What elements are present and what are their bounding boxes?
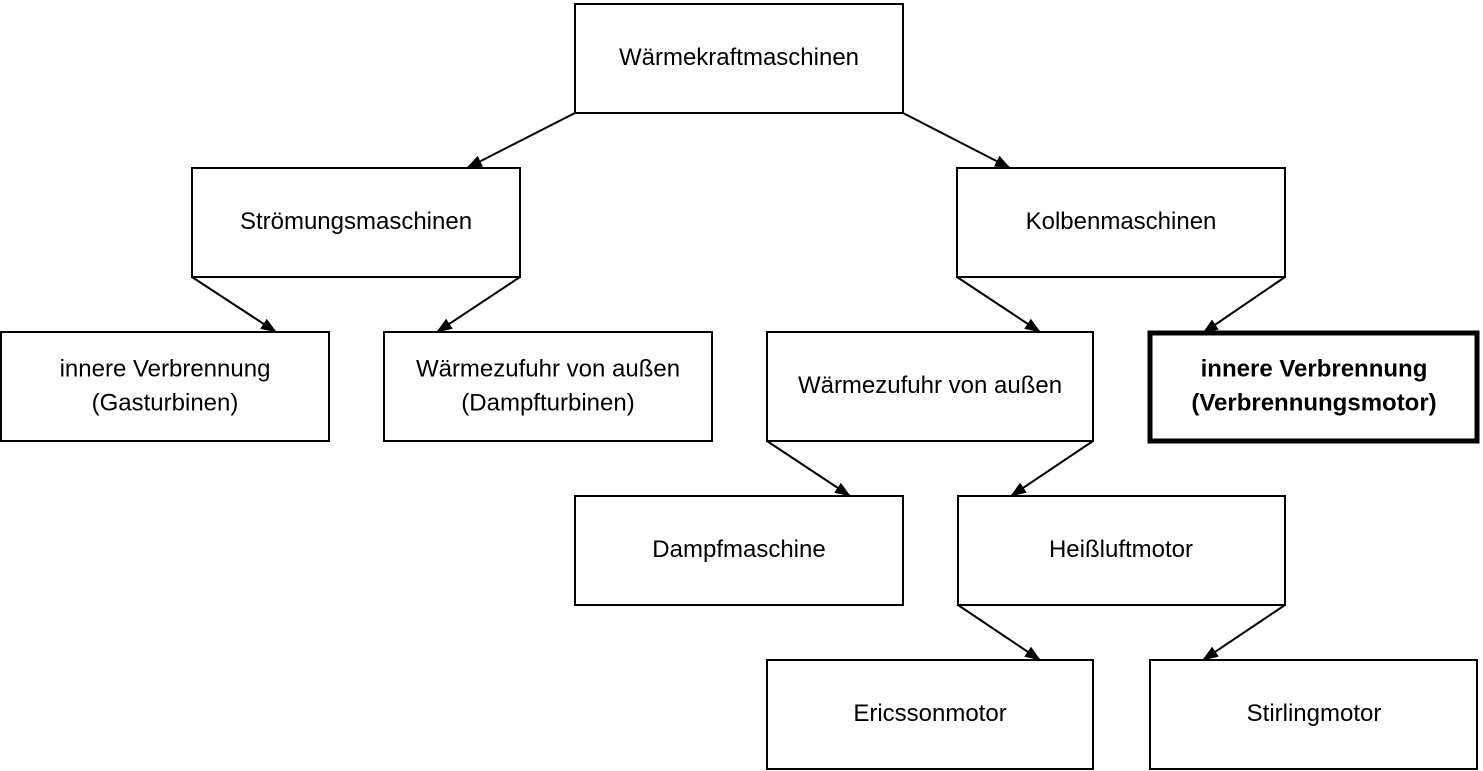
arrow-stroemungsmaschinen-to-dampfturbinen: [436, 276, 521, 333]
node-stirlingmotor-label: Stirlingmotor: [1247, 700, 1382, 727]
node-waermekraftmaschinen-label: Wärmekraftmaschinen: [619, 44, 859, 71]
node-gasturbinen: innere Verbrennung (Gasturbinen): [0, 331, 330, 442]
node-gasturbinen-line-2: (Gasturbinen): [92, 389, 239, 416]
arrow-kolbenmaschinen-to-verbrennungsmotor: [1202, 276, 1286, 334]
arrow-heissluftmotor-to-stirlingmotor: [1202, 604, 1286, 661]
node-verbrennungsmotor-line-2: (Verbrennungsmotor): [1191, 389, 1436, 416]
node-dampfturbinen-line-1: Wärmezufuhr von außen: [416, 355, 680, 382]
node-stirlingmotor: Stirlingmotor: [1149, 659, 1478, 770]
node-stroemungsmaschinen-label: Strömungsmaschinen: [240, 208, 472, 235]
node-ericssonmotor: Ericssonmotor: [766, 659, 1094, 770]
arrow-waermekraftmaschinen-to-kolbenmaschinen: [902, 112, 1011, 169]
arrow-waermezufuhr-kolben-to-dampfmaschine: [766, 440, 851, 497]
node-verbrennungsmotor: innere Verbrennung (Verbrennungsmotor): [1147, 330, 1480, 444]
arrow-heissluftmotor-to-ericssonmotor: [957, 604, 1041, 661]
node-waermekraftmaschinen: Wärmekraftmaschinen: [574, 3, 904, 114]
node-dampfturbinen-line-2: (Dampfturbinen): [461, 389, 634, 416]
node-dampfmaschine: Dampfmaschine: [574, 495, 904, 606]
node-verbrennungsmotor-line-1: innere Verbrennung: [1201, 355, 1428, 382]
node-gasturbinen-line-1: innere Verbrennung: [60, 355, 271, 382]
node-waermezufuhr-kolben-label: Wärmezufuhr von außen: [798, 372, 1062, 399]
arrow-waermekraftmaschinen-to-stroemungsmaschinen: [466, 112, 576, 169]
node-dampfmaschine-label: Dampfmaschine: [652, 536, 825, 563]
node-kolbenmaschinen: Kolbenmaschinen: [956, 167, 1286, 278]
node-heissluftmotor-label: Heißluftmotor: [1049, 536, 1193, 563]
node-heissluftmotor: Heißluftmotor: [957, 495, 1286, 606]
node-stroemungsmaschinen: Strömungsmaschinen: [191, 167, 521, 278]
arrow-waermezufuhr-kolben-to-heissluftmotor: [1010, 440, 1094, 497]
arrow-stroemungsmaschinen-to-gasturbinen: [191, 276, 277, 333]
node-dampfturbinen: Wärmezufuhr von außen (Dampfturbinen): [383, 331, 713, 442]
arrow-kolbenmaschinen-to-waermezufuhr-kolben: [956, 276, 1041, 333]
edges-layer: [191, 112, 1286, 661]
node-waermezufuhr-kolben: Wärmezufuhr von außen: [766, 331, 1094, 442]
node-kolbenmaschinen-label: Kolbenmaschinen: [1026, 208, 1217, 235]
node-ericssonmotor-label: Ericssonmotor: [853, 700, 1006, 727]
